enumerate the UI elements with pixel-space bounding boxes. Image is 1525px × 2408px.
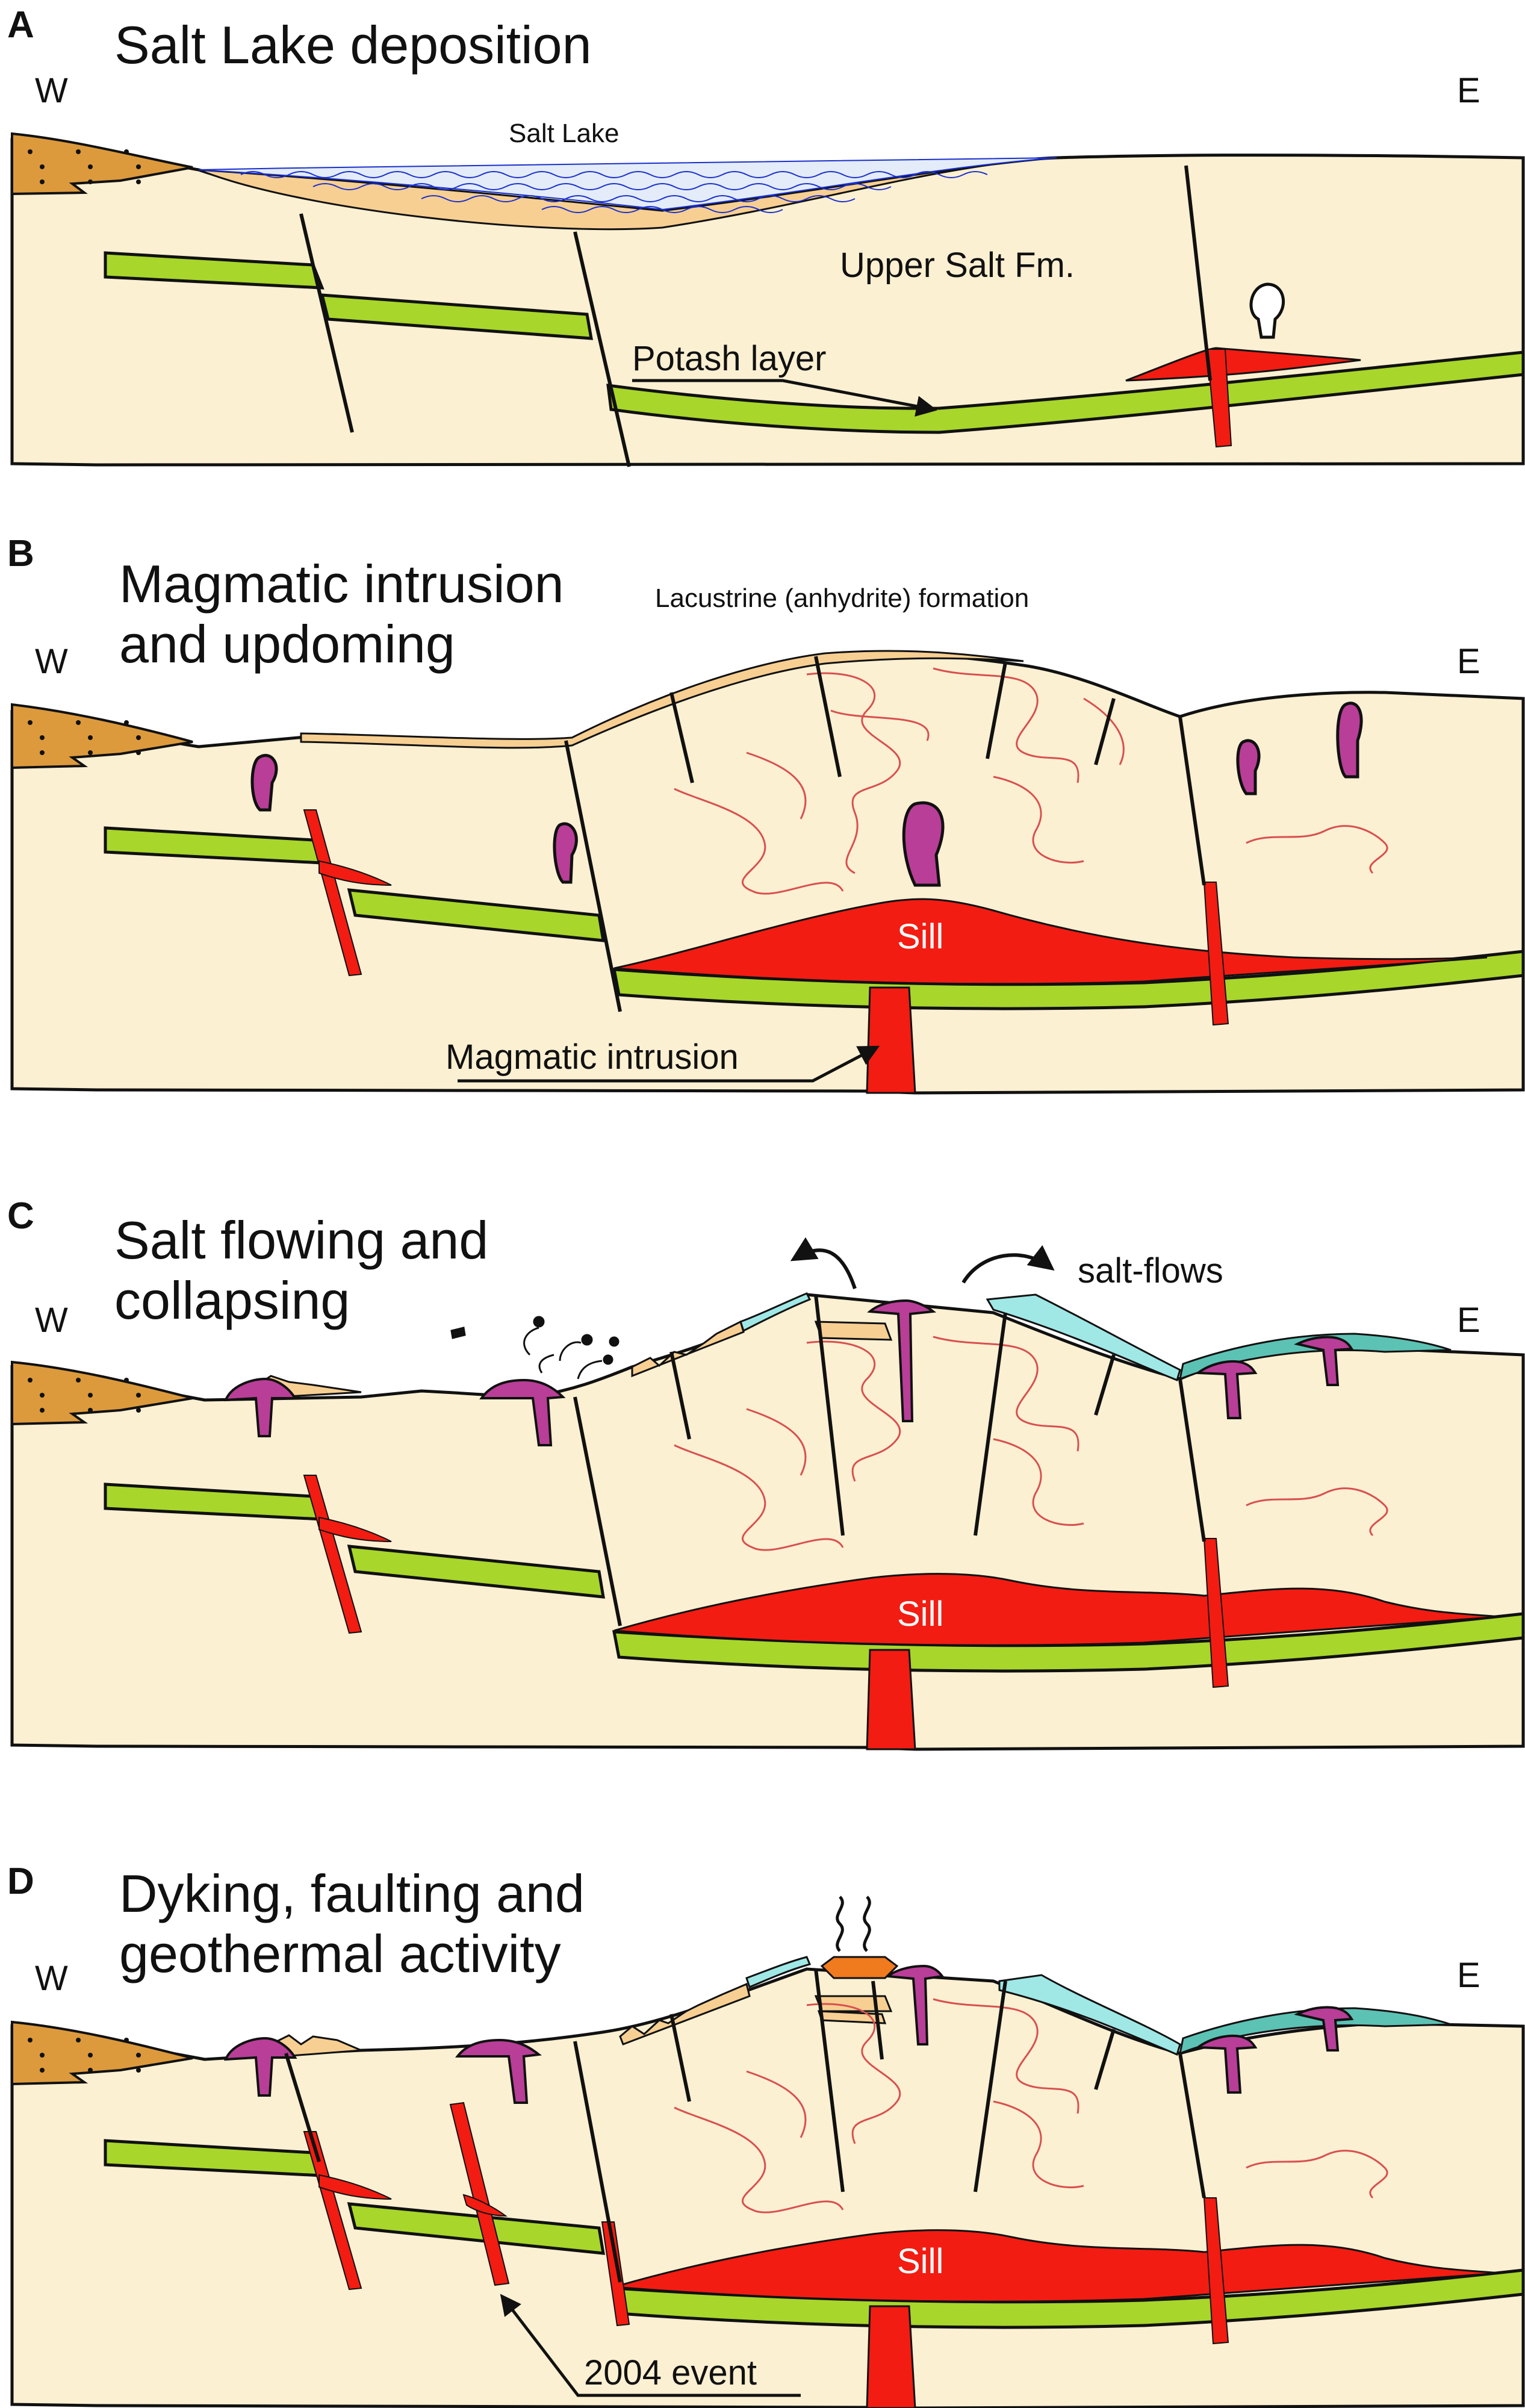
panel-c-west-label: W <box>35 1301 68 1340</box>
panel-a-potash-layer <box>104 251 1525 434</box>
panel-a-potash-leader <box>632 379 937 417</box>
panel-a-east-label: E <box>1457 71 1480 110</box>
panel-b-title-line-2: and updoming <box>119 614 455 674</box>
panel-b-west-label: W <box>35 642 68 681</box>
panel-c: C Salt flowing and collapsing W E <box>7 1195 1525 1751</box>
panel-d-west-label: W <box>35 1959 68 1998</box>
panel-d-sill <box>613 2229 1500 2303</box>
panel-c-collapse-block <box>814 1321 893 1341</box>
panel-a-water-waves <box>240 171 988 213</box>
panel-c-flow-arrow-west <box>790 1237 857 1289</box>
panel-b-diapirs <box>250 702 1363 887</box>
clastic-wedge-dots <box>28 149 141 184</box>
panel-c-letter: C <box>7 1195 34 1237</box>
panel-c-faults <box>573 1294 1206 1626</box>
panel-d-salt-flow-west <box>745 1956 812 1989</box>
panel-a-magma-dyke <box>1206 349 1232 448</box>
panel-d-2004-leader <box>500 2294 801 2397</box>
panel-a-magma-lens <box>1125 347 1361 382</box>
panel-c-flow-arrow-east <box>961 1245 1055 1284</box>
panel-b-east-dyke <box>1203 882 1229 1026</box>
panel-a-salt-lake-label: Salt Lake <box>509 119 619 148</box>
panel-d-west-dyke-1 <box>303 2131 362 2291</box>
panel-d-title-line-2: geothermal activity <box>119 1924 561 1983</box>
panel-c-east-dyke <box>1203 1538 1229 1688</box>
panel-d-2004-dyke <box>449 2102 510 2286</box>
panel-d-east-dyke <box>1203 2197 1229 2345</box>
panel-c-sill-label: Sill <box>897 1594 943 1634</box>
panel-d-2004-event-label: 2004 event <box>584 2353 757 2392</box>
panel-d-salt-flow-east-far <box>1178 2007 1452 2055</box>
clastic-wedge-dots <box>28 720 141 755</box>
panel-c-deformation-lines <box>674 1336 1388 1551</box>
clastic-wedge-dots <box>28 2038 141 2073</box>
panel-b-west-dyke <box>303 809 362 977</box>
panel-b-salt-body <box>10 652 1525 1095</box>
panel-a-small-diapir <box>1249 282 1285 339</box>
panel-a-faults <box>299 165 1212 467</box>
panel-c-sediment-blocks <box>631 1320 745 1378</box>
panel-a-letter: A <box>7 4 34 46</box>
panel-d-2004-dyke-cross <box>462 2194 508 2217</box>
panel-b-sill <box>613 898 1488 985</box>
panel-d-salt-body <box>10 1967 1525 2408</box>
panel-a-upper-salt-label: Upper Salt Fm. <box>840 246 1075 285</box>
panel-d: D Dyking, faulting and geothermal activi… <box>7 1861 1525 2408</box>
panel-b-sill-label: Sill <box>897 917 943 956</box>
panel-c-west-sill-lens <box>318 1516 392 1542</box>
panel-d-west-sill-lens <box>318 2174 392 2200</box>
panel-a-potash-label: Potash layer <box>632 339 826 378</box>
panel-b: B Magmatic intrusion and updoming W E <box>7 533 1525 1095</box>
panel-d-faults <box>284 1968 1206 2283</box>
panel-b-letter: B <box>7 533 34 574</box>
panel-c-east-label: E <box>1457 1301 1480 1340</box>
panel-b-lacustrine-label: Lacustrine (anhydrite) formation <box>655 583 1029 613</box>
panel-a-lake-water <box>198 157 1057 211</box>
panel-d-title-line-1: Dyking, faulting and <box>119 1864 585 1923</box>
panel-c-salt-flows-label: salt-flows <box>1078 1251 1223 1290</box>
panel-a: A Salt Lake deposition W E <box>7 4 1525 467</box>
panel-c-salt-body <box>10 1293 1525 1751</box>
panel-b-title-line-1: Magmatic intrusion <box>119 554 564 614</box>
panel-b-west-sill-lens <box>318 860 392 886</box>
panel-c-diapirs <box>223 1299 1354 1446</box>
panel-b-deformation-lines <box>674 667 1388 895</box>
panel-b-intrusion-leader <box>458 1045 880 1083</box>
clastic-wedge-dots <box>28 1378 141 1413</box>
panel-c-salt-flow-east <box>986 1293 1181 1382</box>
panel-d-salt-flow-east <box>998 1974 1181 2056</box>
panel-b-lacustrine-layer <box>300 650 1024 749</box>
panel-c-feeder-dyke <box>866 1649 916 1750</box>
panel-d-hydrothermal-deposit <box>820 1956 899 1979</box>
panel-b-clastic-wedge <box>11 703 193 770</box>
panel-d-deformation-lines <box>674 1998 1388 2214</box>
panel-c-title-line-2: collapsing <box>114 1271 350 1330</box>
panel-c-west-dyke <box>303 1475 362 1634</box>
panel-d-letter: D <box>7 1861 34 1902</box>
panel-d-sediment-blocks <box>619 1982 751 2046</box>
panel-c-collapse-debris <box>450 1316 620 1380</box>
panel-c-salt-flow-west <box>739 1292 812 1333</box>
panel-d-sill-label: Sill <box>897 2242 943 2281</box>
panel-b-faults <box>564 656 1206 1012</box>
panel-c-potash-layer <box>104 1482 1525 1673</box>
panel-b-magmatic-intrusion-label: Magmatic intrusion <box>446 1038 739 1077</box>
panel-c-sill <box>613 1573 1500 1646</box>
panel-b-east-label: E <box>1457 642 1480 681</box>
panel-a-title-line-1: Salt Lake deposition <box>114 15 592 75</box>
panel-a-west-label: W <box>35 71 68 110</box>
panel-c-salt-flow-east-far <box>1178 1333 1452 1381</box>
panel-d-east-label: E <box>1457 1956 1480 1995</box>
panel-b-feeder-dyke <box>866 986 916 1094</box>
panel-d-feeder-dyke <box>866 2305 916 2408</box>
panel-c-title-line-1: Salt flowing and <box>114 1210 488 1270</box>
panel-d-steam-plumes <box>836 1896 871 1952</box>
